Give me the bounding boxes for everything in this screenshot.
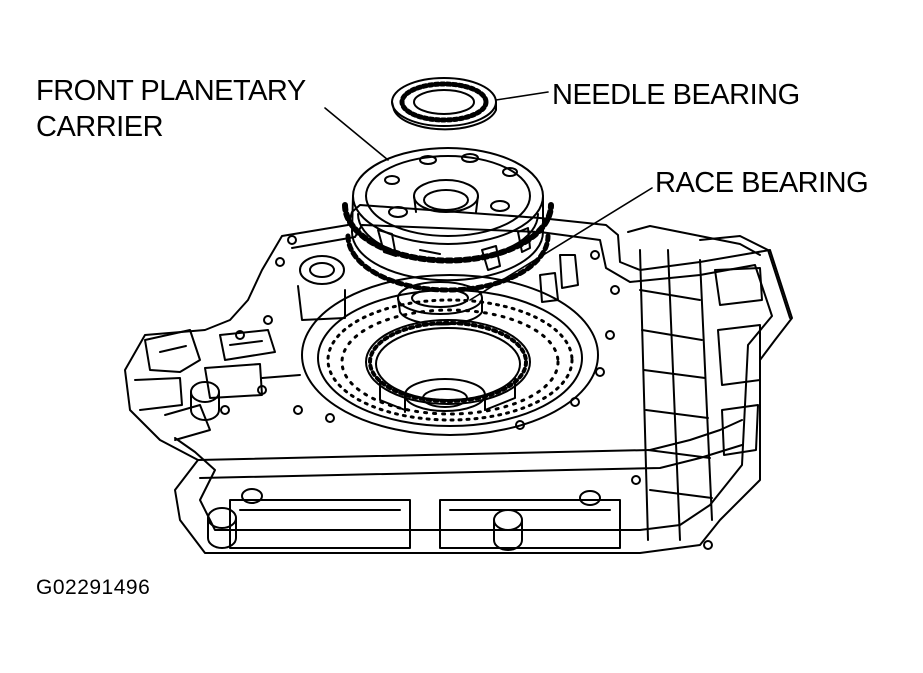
label-needle-bearing: NEEDLE BEARING xyxy=(552,79,800,111)
figure-id: G02291496 xyxy=(36,576,151,599)
needle-bearing-part xyxy=(392,78,496,129)
transmission-case xyxy=(125,205,792,553)
label-front-planetary-carrier-line1: FRONT PLANETARY xyxy=(36,75,306,107)
leader-front-planetary-carrier xyxy=(325,108,388,160)
case-bore xyxy=(302,275,598,435)
label-front-planetary-carrier-line2: CARRIER xyxy=(36,111,164,143)
front-planetary-carrier-part xyxy=(345,148,551,290)
label-race-bearing: RACE BEARING xyxy=(655,167,869,199)
leader-race-bearing xyxy=(470,188,652,300)
leader-needle-bearing xyxy=(496,92,548,100)
leader-lines xyxy=(325,92,652,300)
